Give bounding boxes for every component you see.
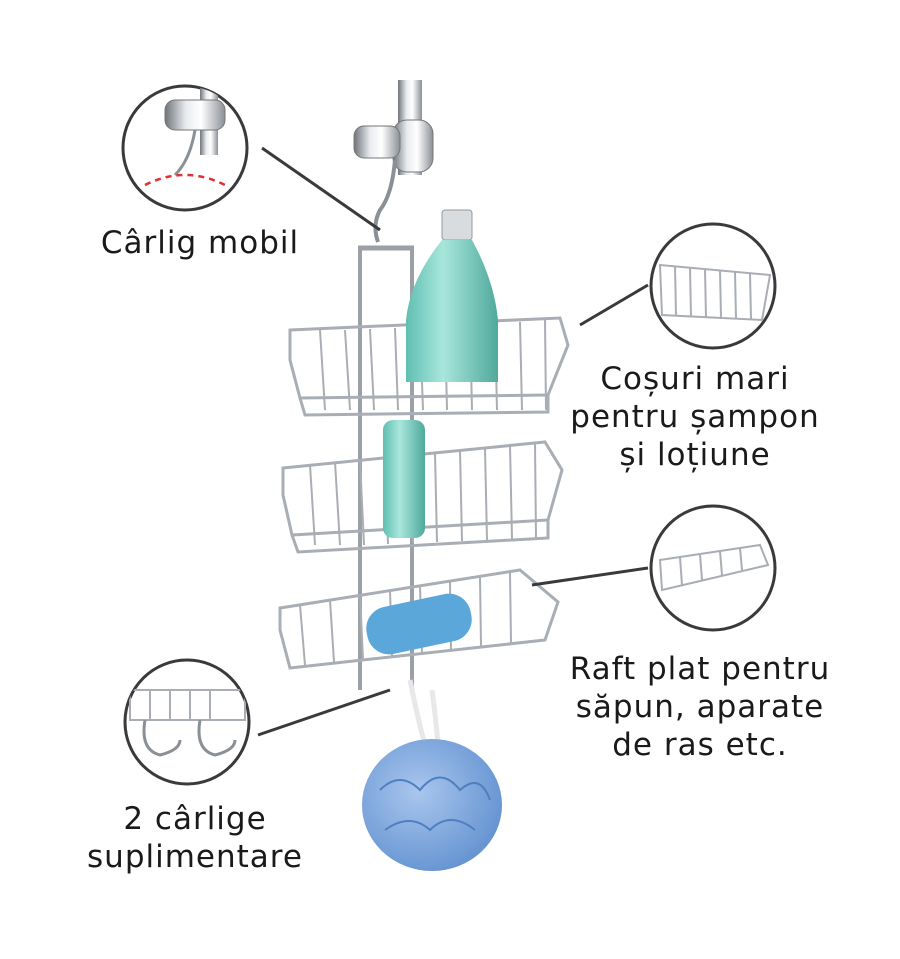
hanging-hook	[373, 159, 397, 243]
lotion-bottle	[383, 420, 425, 538]
soap-tube	[366, 593, 472, 655]
bath-sponge	[362, 739, 502, 871]
extra-hooks-detail-icon	[123, 658, 251, 786]
label-line: de ras etc.	[612, 727, 788, 763]
label-line: 2 cârlige	[123, 801, 267, 837]
shower-pole	[353, 80, 434, 175]
label-line: Cârlig mobil	[100, 225, 300, 261]
callout-lines	[257, 146, 649, 737]
label-line: Coșuri mari	[600, 361, 790, 397]
label-line: Raft plat pentru	[569, 651, 831, 687]
basket-detail-icon	[649, 222, 777, 350]
label-extra-hooks: 2 cârlige suplimentare	[60, 800, 330, 876]
flat-shelf-detail-icon	[649, 504, 777, 632]
label-large-baskets: Coșuri mari pentru șampon și loțiune	[530, 360, 860, 474]
sponge-rope	[407, 679, 441, 746]
label-line: săpun, aparate	[575, 689, 825, 725]
basket-top	[288, 316, 570, 417]
label-flat-shelf: Raft plat pentru săpun, aparate de ras e…	[540, 650, 860, 764]
label-line: suplimentare	[87, 839, 303, 875]
label-movable-hook: Cârlig mobil	[70, 224, 330, 262]
basket-middle	[281, 440, 564, 554]
label-line: și loțiune	[619, 437, 771, 473]
label-line: pentru șampon	[570, 399, 820, 435]
shampoo-bottle	[406, 209, 498, 382]
hook-detail-icon	[121, 84, 249, 212]
